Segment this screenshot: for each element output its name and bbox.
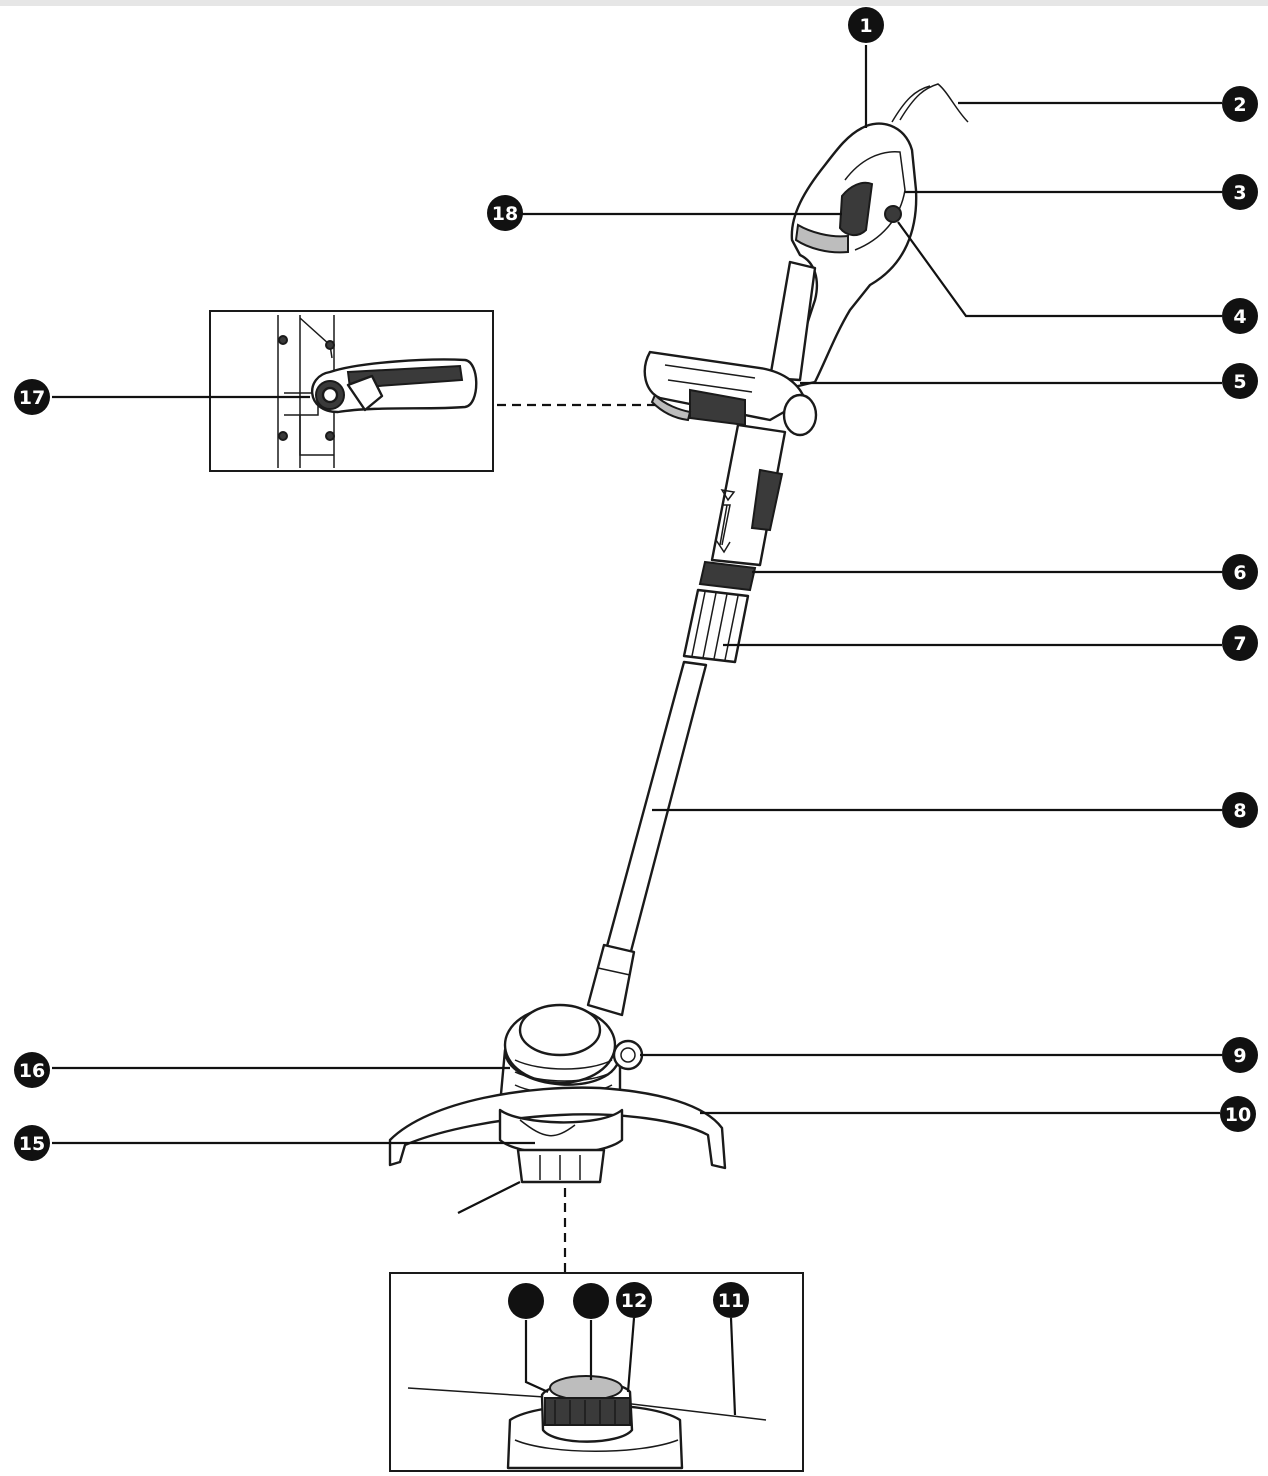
callout-17: 17: [14, 379, 50, 415]
height-adjustment-collar: [698, 560, 757, 592]
callout-18: 18: [487, 195, 523, 231]
svg-text:8: 8: [1233, 800, 1246, 822]
guard: [388, 1086, 727, 1170]
callout-6: 6: [1222, 554, 1258, 590]
callout-2: 2: [1222, 86, 1258, 122]
lower-shaft: [604, 660, 708, 957]
callout-10: 10: [1220, 1096, 1256, 1132]
svg-text:6: 6: [1233, 562, 1246, 584]
svg-text:1: 1: [859, 15, 872, 37]
callout-unlabeled-b: [573, 1283, 609, 1319]
rear-handle: [788, 122, 918, 390]
svg-text:16: 16: [19, 1060, 45, 1082]
callout-3: 3: [1222, 174, 1258, 210]
callout-unlabeled-a: [508, 1283, 544, 1319]
svg-text:5: 5: [1233, 371, 1246, 393]
trigger-switch: [838, 181, 874, 236]
callout-8: 8: [1222, 792, 1258, 828]
svg-text:9: 9: [1233, 1045, 1246, 1067]
edging-wheel: [612, 1039, 644, 1071]
lock-off-button: [884, 205, 902, 223]
callout-15: 15: [14, 1125, 50, 1161]
svg-text:15: 15: [19, 1133, 45, 1155]
telescopic-shaft-upper: [710, 423, 787, 567]
callout-4: 4: [1222, 298, 1258, 334]
trimmer-illustration: [388, 83, 969, 1184]
detail-inset-lock-lever: [209, 310, 494, 472]
svg-text:3: 3: [1233, 182, 1246, 204]
svg-text:2: 2: [1233, 94, 1246, 116]
callout-12: 12: [616, 1282, 652, 1318]
power-cord: [899, 83, 969, 123]
svg-text:17: 17: [19, 387, 45, 409]
svg-text:4: 4: [1233, 306, 1246, 328]
callout-7: 7: [1222, 625, 1258, 661]
svg-text:10: 10: [1225, 1104, 1251, 1126]
svg-text:7: 7: [1233, 633, 1246, 655]
callout-1: 1: [848, 7, 884, 43]
callout-9: 9: [1222, 1037, 1258, 1073]
leader-lines: [52, 45, 1222, 1416]
callout-16: 16: [14, 1052, 50, 1088]
svg-text:11: 11: [718, 1290, 744, 1312]
top-edge-bar: [0, 0, 1268, 6]
svg-text:18: 18: [492, 203, 518, 225]
callout-5: 5: [1222, 363, 1258, 399]
callout-11: 11: [713, 1282, 749, 1318]
svg-text:12: 12: [621, 1290, 647, 1312]
